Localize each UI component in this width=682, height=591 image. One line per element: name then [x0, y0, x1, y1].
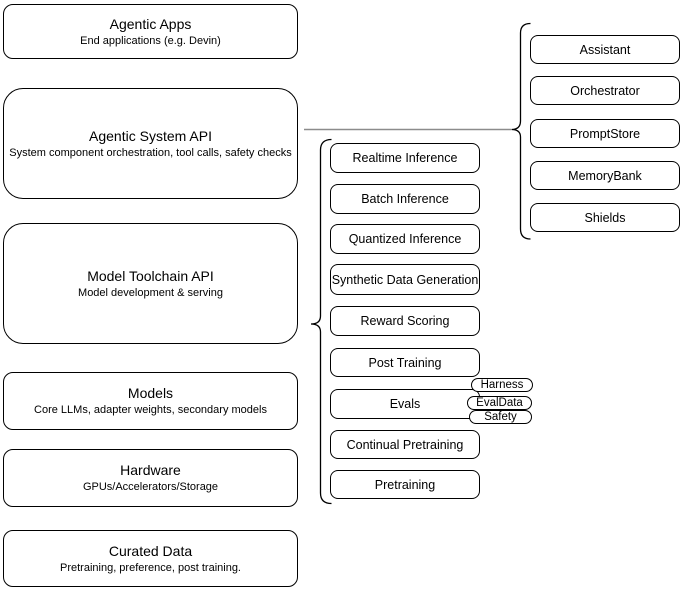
pill-evaldata: EvalData: [467, 396, 532, 410]
box-agentic-system-api-subtitle: System component orchestration, tool cal…: [9, 146, 292, 159]
node-shields: Shields: [530, 203, 680, 232]
node-realtime-inference: Realtime Inference: [330, 143, 480, 173]
node-synthetic-data-generation: Synthetic Data Generation: [330, 264, 480, 295]
box-hardware-title: Hardware: [120, 462, 181, 478]
node-pretraining: Pretraining: [330, 470, 480, 499]
node-promptstore: PromptStore: [530, 119, 680, 148]
box-models-title: Models: [127, 385, 174, 401]
node-batch-inference: Batch Inference: [330, 184, 480, 214]
node-orchestrator: Orchestrator: [530, 76, 680, 105]
pill-harness: Harness: [471, 378, 533, 392]
node-reward-scoring: Reward Scoring: [330, 306, 480, 336]
box-curated-data-subtitle: Pretraining, preference, post training.: [60, 561, 241, 574]
node-continual-pretraining: Continual Pretraining: [330, 430, 480, 459]
node-quantized-inference: Quantized Inference: [330, 224, 480, 254]
node-evals: Evals: [330, 389, 480, 419]
box-model-toolchain-api-title: Model Toolchain API: [87, 267, 214, 284]
node-post-training: Post Training: [330, 348, 480, 377]
node-assistant: Assistant: [530, 35, 680, 64]
box-model-toolchain-api-subtitle: Model development & serving: [78, 286, 223, 299]
box-model-toolchain-api: Model Toolchain API Model development & …: [3, 223, 298, 344]
brace-toolchain-group: [310, 138, 332, 505]
box-hardware: Hardware GPUs/Accelerators/Storage: [3, 449, 298, 507]
node-memorybank: MemoryBank: [530, 161, 680, 190]
box-agentic-system-api-title: Agentic System API: [89, 127, 212, 144]
box-curated-data: Curated Data Pretraining, preference, po…: [3, 530, 298, 587]
box-agentic-apps: Agentic Apps End applications (e.g. Devi…: [3, 4, 298, 59]
box-models-subtitle: Core LLMs, adapter weights, secondary mo…: [34, 404, 267, 416]
box-models: Models Core LLMs, adapter weights, secon…: [3, 372, 298, 430]
brace-system-group: [511, 22, 531, 240]
box-hardware-subtitle: GPUs/Accelerators/Storage: [82, 481, 219, 493]
box-agentic-apps-subtitle: End applications (e.g. Devin): [80, 34, 221, 47]
box-agentic-apps-title: Agentic Apps: [109, 15, 192, 32]
box-curated-data-title: Curated Data: [108, 542, 193, 559]
box-agentic-system-api: Agentic System API System component orch…: [3, 88, 298, 199]
pill-safety: Safety: [469, 410, 532, 424]
